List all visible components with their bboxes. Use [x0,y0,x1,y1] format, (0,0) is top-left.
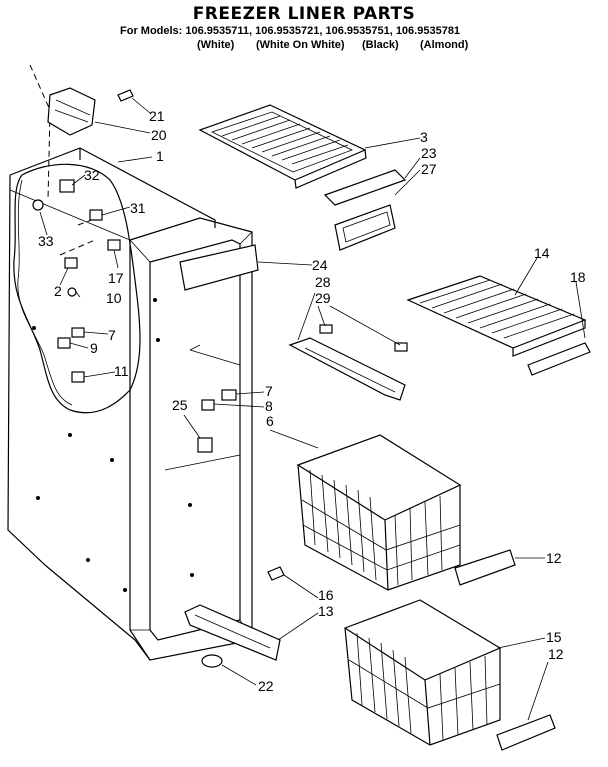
callout-3: 3 [420,129,428,145]
callout-16: 16 [318,587,334,603]
callout-7-lower: 7 [265,383,273,399]
callout-33: 33 [38,233,54,249]
callout-6: 6 [266,413,274,429]
screw-part-16 [267,566,285,581]
callout-32: 32 [84,167,100,183]
callout-18: 18 [570,269,586,285]
wire-shelf-part-14 [406,275,587,357]
model-list: For Models: 106.9535711, 106.9535721, 10… [120,25,461,37]
callout-labels: 21 20 1 32 31 33 17 2 10 7 9 11 3 23 27 … [38,108,586,694]
strip-part-24 [179,244,259,291]
callout-8: 8 [265,398,273,414]
trim-part-23-27 [323,169,407,251]
mounting-holes [32,298,194,592]
callout-2: 2 [54,283,62,299]
leader-lines [39,97,586,721]
basket-part-15 [343,599,502,746]
small-components [32,179,121,383]
callout-29: 29 [315,290,331,306]
callout-12-lower: 12 [548,646,564,662]
foot-part-22 [201,654,223,668]
callout-1: 1 [156,148,164,164]
basket-part-6 [296,434,462,591]
callout-11: 11 [114,363,129,379]
rail-part-18 [527,342,591,376]
callout-13: 13 [318,603,334,619]
callout-25: 25 [172,397,188,413]
callout-15: 15 [546,629,562,645]
callout-20: 20 [151,127,167,143]
callout-14: 14 [534,245,550,261]
page-title: FREEZER LINER PARTS [192,4,416,24]
callout-22: 22 [258,678,274,694]
callout-31: 31 [130,200,146,216]
cover-part-13 [184,604,281,661]
support-part-28 [288,324,408,401]
callout-24: 24 [312,257,328,273]
callout-17: 17 [108,270,124,286]
callout-12-upper: 12 [546,550,562,566]
screw-part-21 [117,89,134,102]
trim-part-12-upper [454,549,516,586]
color-white-on-white: (White On White) [256,39,345,51]
callout-23: 23 [421,145,437,161]
callout-9: 9 [90,340,98,356]
callout-21: 21 [149,108,165,124]
color-almond: (Almond) [420,39,469,51]
callout-28: 28 [315,274,331,290]
trim-part-12-lower [496,714,556,751]
callout-10: 10 [106,290,122,306]
handle-part-20 [47,87,96,136]
callout-27: 27 [421,161,437,177]
callout-7: 7 [108,327,116,343]
shelf-part-3 [198,104,367,189]
color-white: (White) [197,39,235,51]
brackets-7-8-25 [197,389,237,453]
color-black: (Black) [362,39,399,51]
